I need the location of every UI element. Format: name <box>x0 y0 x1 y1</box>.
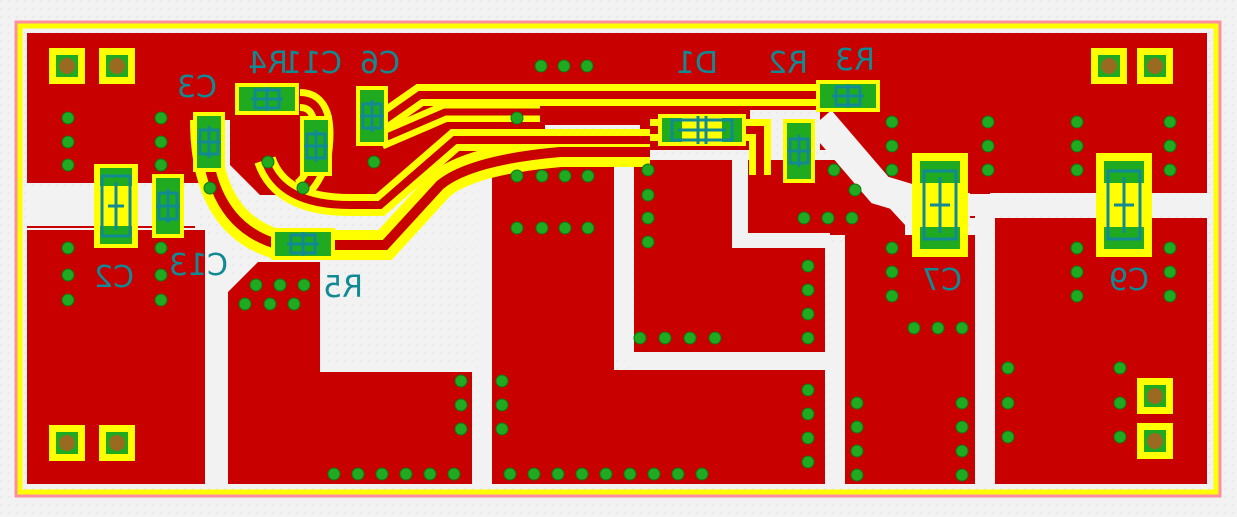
label-r4: R4 <box>248 46 288 81</box>
component-c9 <box>1096 153 1152 257</box>
label-c2: C2 <box>94 260 134 295</box>
label-c11: C11 <box>283 46 342 81</box>
component-c2 <box>94 164 138 248</box>
component-r5 <box>271 228 335 260</box>
pad <box>1137 378 1173 414</box>
pad <box>99 48 135 84</box>
component-r3 <box>816 80 880 112</box>
component-c6 <box>356 86 388 146</box>
copper-center-right <box>634 160 825 352</box>
component-c7 <box>912 153 968 257</box>
label-r2: R2 <box>768 46 808 81</box>
copper-right-mid <box>845 235 975 484</box>
label-c7: C7 <box>922 263 962 298</box>
copper-left <box>27 230 205 484</box>
copper-center <box>492 160 825 484</box>
label-c13: C13 <box>169 248 228 283</box>
pad <box>1091 48 1127 84</box>
label-r5: R5 <box>323 270 363 305</box>
component-c13 <box>152 174 184 238</box>
board-outline <box>14 20 1222 498</box>
component-c11 <box>300 116 332 176</box>
label-c9: C9 <box>1109 263 1149 298</box>
board-silk-outline <box>17 23 1219 495</box>
mounting-pads <box>49 48 1173 461</box>
label-c6: C6 <box>360 46 400 81</box>
component-d1 <box>658 114 746 146</box>
pad <box>49 425 85 461</box>
components <box>94 80 1152 260</box>
pad <box>99 425 135 461</box>
pad <box>1137 423 1173 459</box>
copper-mid-left <box>228 262 472 484</box>
reference-labels: C2 C3 R4 C11 C6 D1 R2 R3 C13 R5 C7 C9 <box>94 43 1149 305</box>
pad <box>49 48 85 84</box>
component-r2 <box>783 119 815 183</box>
label-d1: D1 <box>676 46 718 81</box>
label-c3: C3 <box>177 70 217 105</box>
pad <box>1137 48 1173 84</box>
copper-far-right <box>995 218 1207 484</box>
component-r4 <box>235 83 299 115</box>
label-r3: R3 <box>835 43 875 78</box>
vias <box>61 59 1177 482</box>
component-c3 <box>193 112 225 172</box>
